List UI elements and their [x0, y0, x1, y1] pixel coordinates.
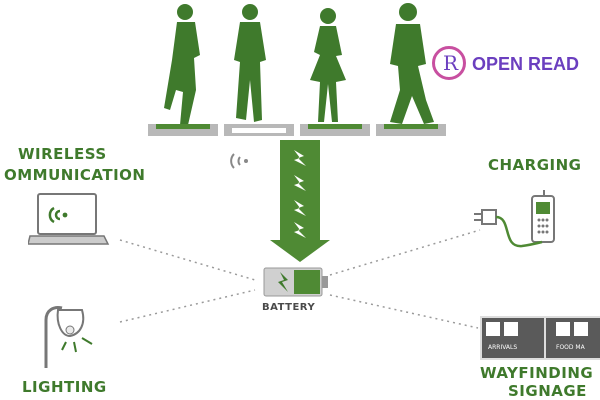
lighting-label: LIGHTING — [22, 378, 107, 396]
lamp-icon — [44, 306, 93, 368]
floor-tiles — [148, 124, 446, 136]
signage-icon: ARRIVALS FOOD MA — [480, 316, 600, 360]
phone-charger-icon — [474, 190, 555, 248]
person-walking-icon — [164, 4, 200, 125]
person-walking-icon — [310, 8, 346, 122]
charging-label: CHARGING — [488, 156, 582, 174]
brand-logo-icon: R — [432, 46, 466, 80]
arrivals-label: ARRIVALS — [488, 344, 518, 351]
battery-label: BATTERY — [262, 302, 316, 313]
connector-lighting — [119, 289, 256, 323]
person-walking-icon — [234, 4, 266, 122]
battery-icon — [263, 267, 328, 297]
connector-wireless — [119, 239, 256, 281]
wayfinding-label-line1: WAYFINDING — [480, 364, 594, 382]
wireless-label-line2: OMMUNICATION — [4, 166, 146, 184]
signal-waves-icon — [230, 153, 248, 169]
brand-name: OPEN READ — [472, 54, 580, 74]
person-walking-icon — [390, 3, 434, 124]
wayfinding-label-line2: SIGNAGE — [508, 382, 587, 400]
connector-charging — [329, 229, 481, 276]
connector-signage — [329, 294, 479, 329]
energy-arrow — [270, 140, 330, 262]
wireless-label-line1: WIRELESS — [18, 145, 107, 163]
food-label: FOOD MA — [556, 344, 585, 351]
laptop-wifi-icon — [28, 193, 110, 245]
brand-logo-letter: R — [443, 51, 459, 75]
people-group — [164, 3, 434, 125]
